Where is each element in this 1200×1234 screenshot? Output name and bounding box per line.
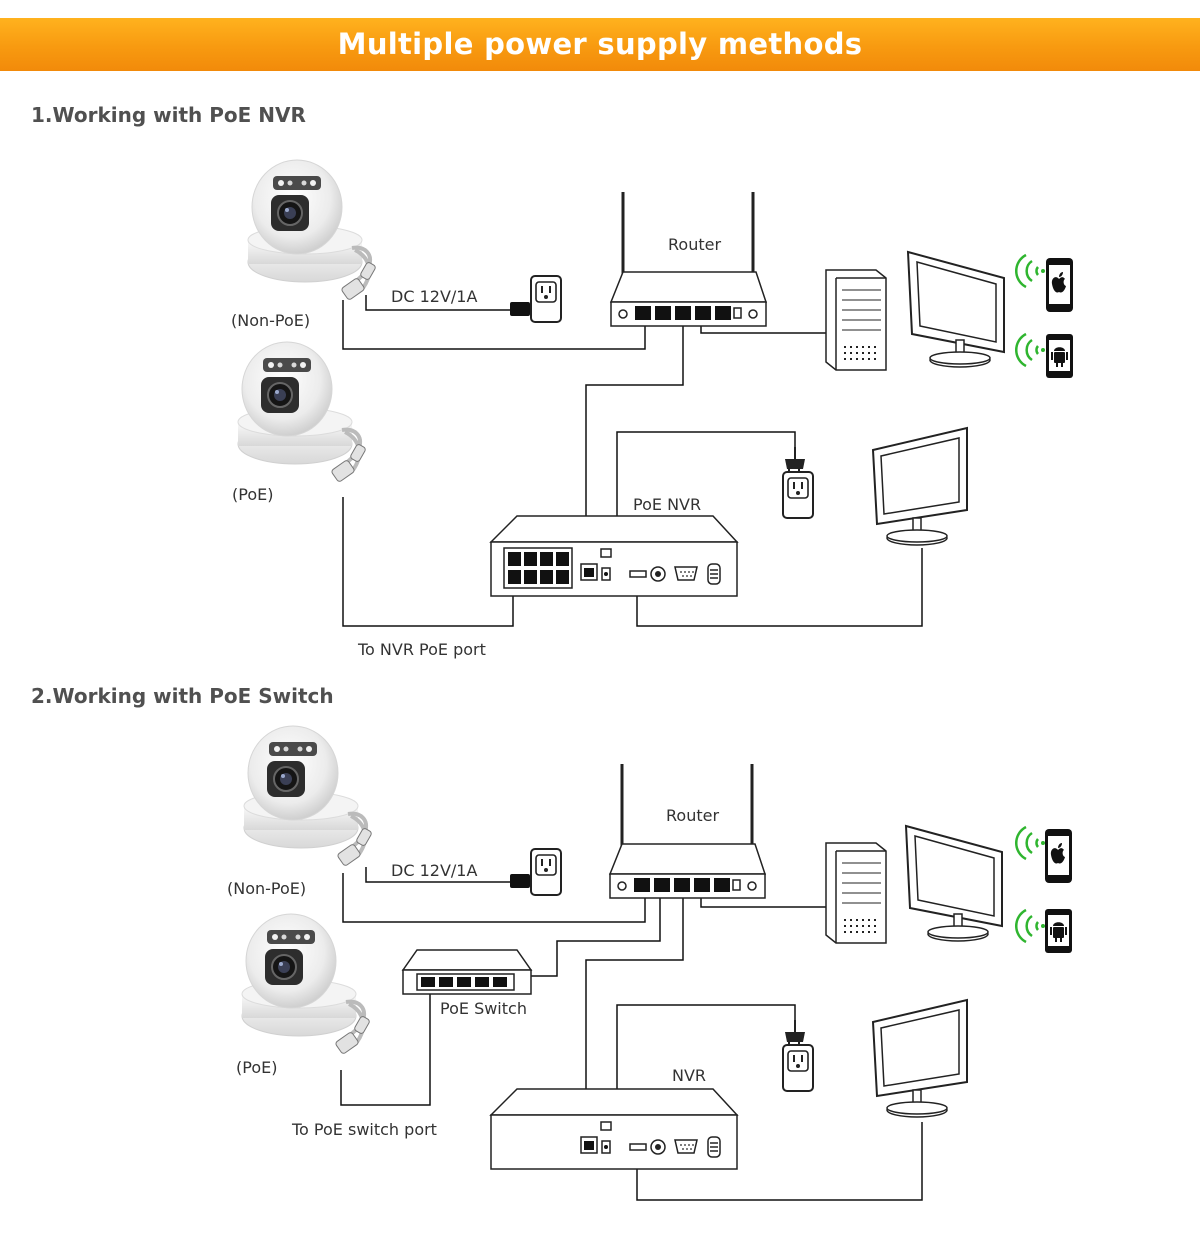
camera-nonpoe-label: (Non-PoE) bbox=[231, 311, 310, 330]
nvr-label: PoE NVR bbox=[633, 495, 701, 514]
wifi-signal-icon bbox=[1014, 332, 1047, 368]
power-plug-icon bbox=[785, 447, 805, 475]
power-plug-icon bbox=[785, 1020, 805, 1048]
section1-title: 1.Working with PoE NVR bbox=[31, 103, 306, 127]
nvr-poe-ports-icon bbox=[503, 547, 573, 589]
title-banner: Multiple power supply methods bbox=[0, 18, 1200, 71]
router-label: Router bbox=[668, 235, 721, 254]
poe-switch-icon bbox=[402, 949, 532, 995]
port-label: To NVR PoE port bbox=[357, 640, 486, 659]
poe-camera-icon bbox=[236, 340, 369, 485]
switch-label: PoE Switch bbox=[440, 999, 527, 1018]
section2-title: 2.Working with PoE Switch bbox=[31, 684, 334, 708]
non-poe-camera-icon bbox=[246, 158, 379, 303]
wall-outlet-icon bbox=[530, 275, 562, 323]
monitor-icon bbox=[905, 825, 1003, 942]
apple-phone-icon bbox=[1045, 829, 1072, 883]
poe-camera-icon bbox=[240, 912, 373, 1057]
dc-label: DC 12V/1A bbox=[391, 861, 477, 880]
port-label: To PoE switch port bbox=[291, 1120, 437, 1139]
non-poe-camera-icon bbox=[242, 724, 375, 869]
desktop-tower-icon bbox=[825, 842, 887, 944]
monitor-icon bbox=[907, 251, 1005, 368]
monitor-icon bbox=[872, 427, 968, 546]
android-phone-icon bbox=[1046, 334, 1073, 378]
apple-phone-icon bbox=[1046, 258, 1073, 312]
router-icon bbox=[609, 190, 768, 328]
nvr-icon bbox=[490, 1088, 738, 1170]
dc-label: DC 12V/1A bbox=[391, 287, 477, 306]
wall-outlet-icon bbox=[782, 1044, 814, 1092]
nvr-label: NVR bbox=[672, 1066, 706, 1085]
desktop-tower-icon bbox=[825, 269, 887, 371]
section1-diagram: (Non-PoE) (PoE) DC 12V/1A Router PoE NVR… bbox=[231, 158, 1073, 659]
camera-nonpoe-label: (Non-PoE) bbox=[227, 879, 306, 898]
monitor-icon bbox=[872, 999, 968, 1118]
android-phone-icon bbox=[1045, 909, 1072, 953]
wall-outlet-icon bbox=[782, 471, 814, 519]
wall-outlet-icon bbox=[530, 848, 562, 896]
wifi-signal-icon bbox=[1014, 253, 1047, 289]
camera-poe-label: (PoE) bbox=[232, 485, 273, 504]
router-icon bbox=[608, 762, 767, 900]
wifi-signal-icon bbox=[1014, 908, 1047, 944]
router-label: Router bbox=[666, 806, 719, 825]
wifi-signal-icon bbox=[1014, 825, 1047, 861]
camera-poe-label: (PoE) bbox=[236, 1058, 277, 1077]
section2-diagram: (Non-PoE) (PoE) DC 12V/1A Router PoE Swi… bbox=[227, 724, 1072, 1201]
banner-title: Multiple power supply methods bbox=[337, 27, 863, 61]
